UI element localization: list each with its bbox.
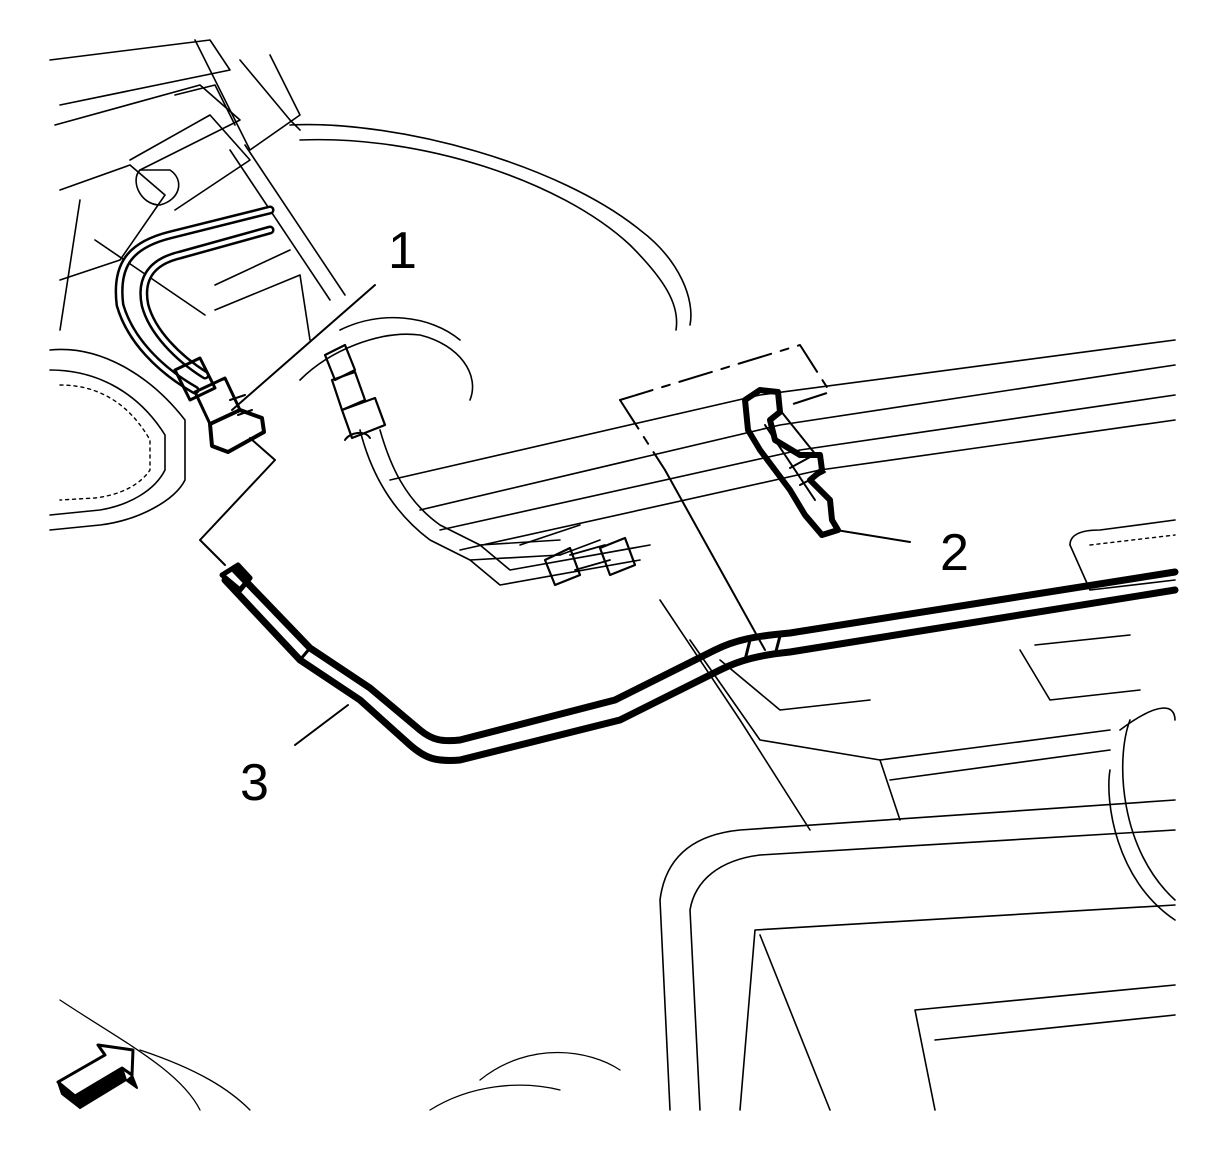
callout-label-2: 2 [940,524,969,582]
vehicle-underbody [49,39,1176,1111]
callout-label-1: 1 [388,222,417,280]
brake-line-retaining-clip [742,387,841,538]
callout-label-3: 3 [240,754,269,812]
callout-leaders [199,284,911,746]
callouts: 1 2 3 [240,222,969,812]
brake-line-fitting-1 [173,356,266,454]
brake-line-upper-section [114,205,275,395]
brake-line-lower-section [219,562,1179,764]
arrow-right-up-icon [56,1043,138,1109]
